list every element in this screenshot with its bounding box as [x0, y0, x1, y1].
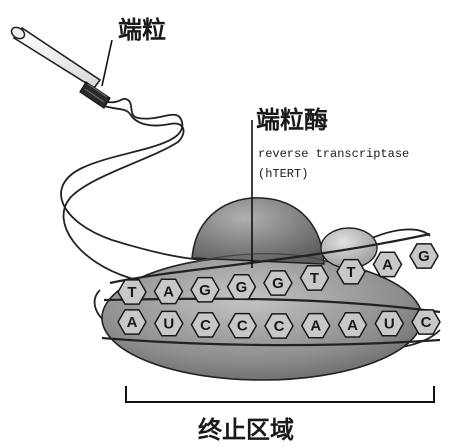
rna-base-letter: A [127, 314, 138, 331]
dna-base-letter: G [199, 282, 211, 299]
dna-base-letter: G [418, 248, 430, 265]
rna-base-letter: C [421, 314, 432, 331]
termination-region-label: 终止区域 [198, 410, 294, 445]
dna-base-letter: T [310, 270, 319, 287]
dna-base-letter: G [236, 279, 248, 296]
enzyme-name-line2: (hTERT) [258, 167, 308, 181]
dna-base-letter: A [382, 256, 393, 273]
rna-base-letter: U [384, 316, 395, 333]
rna-base-letter: U [163, 316, 174, 333]
dna-base-letter: A [163, 283, 174, 300]
dna-base-letter: G [272, 275, 284, 292]
telomere-label: 端粒 [118, 10, 166, 45]
enzyme-name-line1: reverse transcriptase [258, 147, 409, 161]
enzyme-body [102, 198, 422, 380]
dna-base-letter: T [127, 284, 136, 301]
termination-bracket [126, 386, 434, 402]
rna-base-letter: C [237, 318, 248, 335]
rna-base-letter: C [274, 318, 285, 335]
telomerase-label: 端粒酶 [256, 100, 328, 135]
rna-base-letter: C [200, 317, 211, 334]
chromosome-arm [9, 25, 100, 88]
rna-base-letter: A [310, 318, 321, 335]
telomere-pointer-line [102, 40, 112, 86]
rna-base-letter: A [347, 317, 358, 334]
dna-base-letter: T [346, 264, 355, 281]
